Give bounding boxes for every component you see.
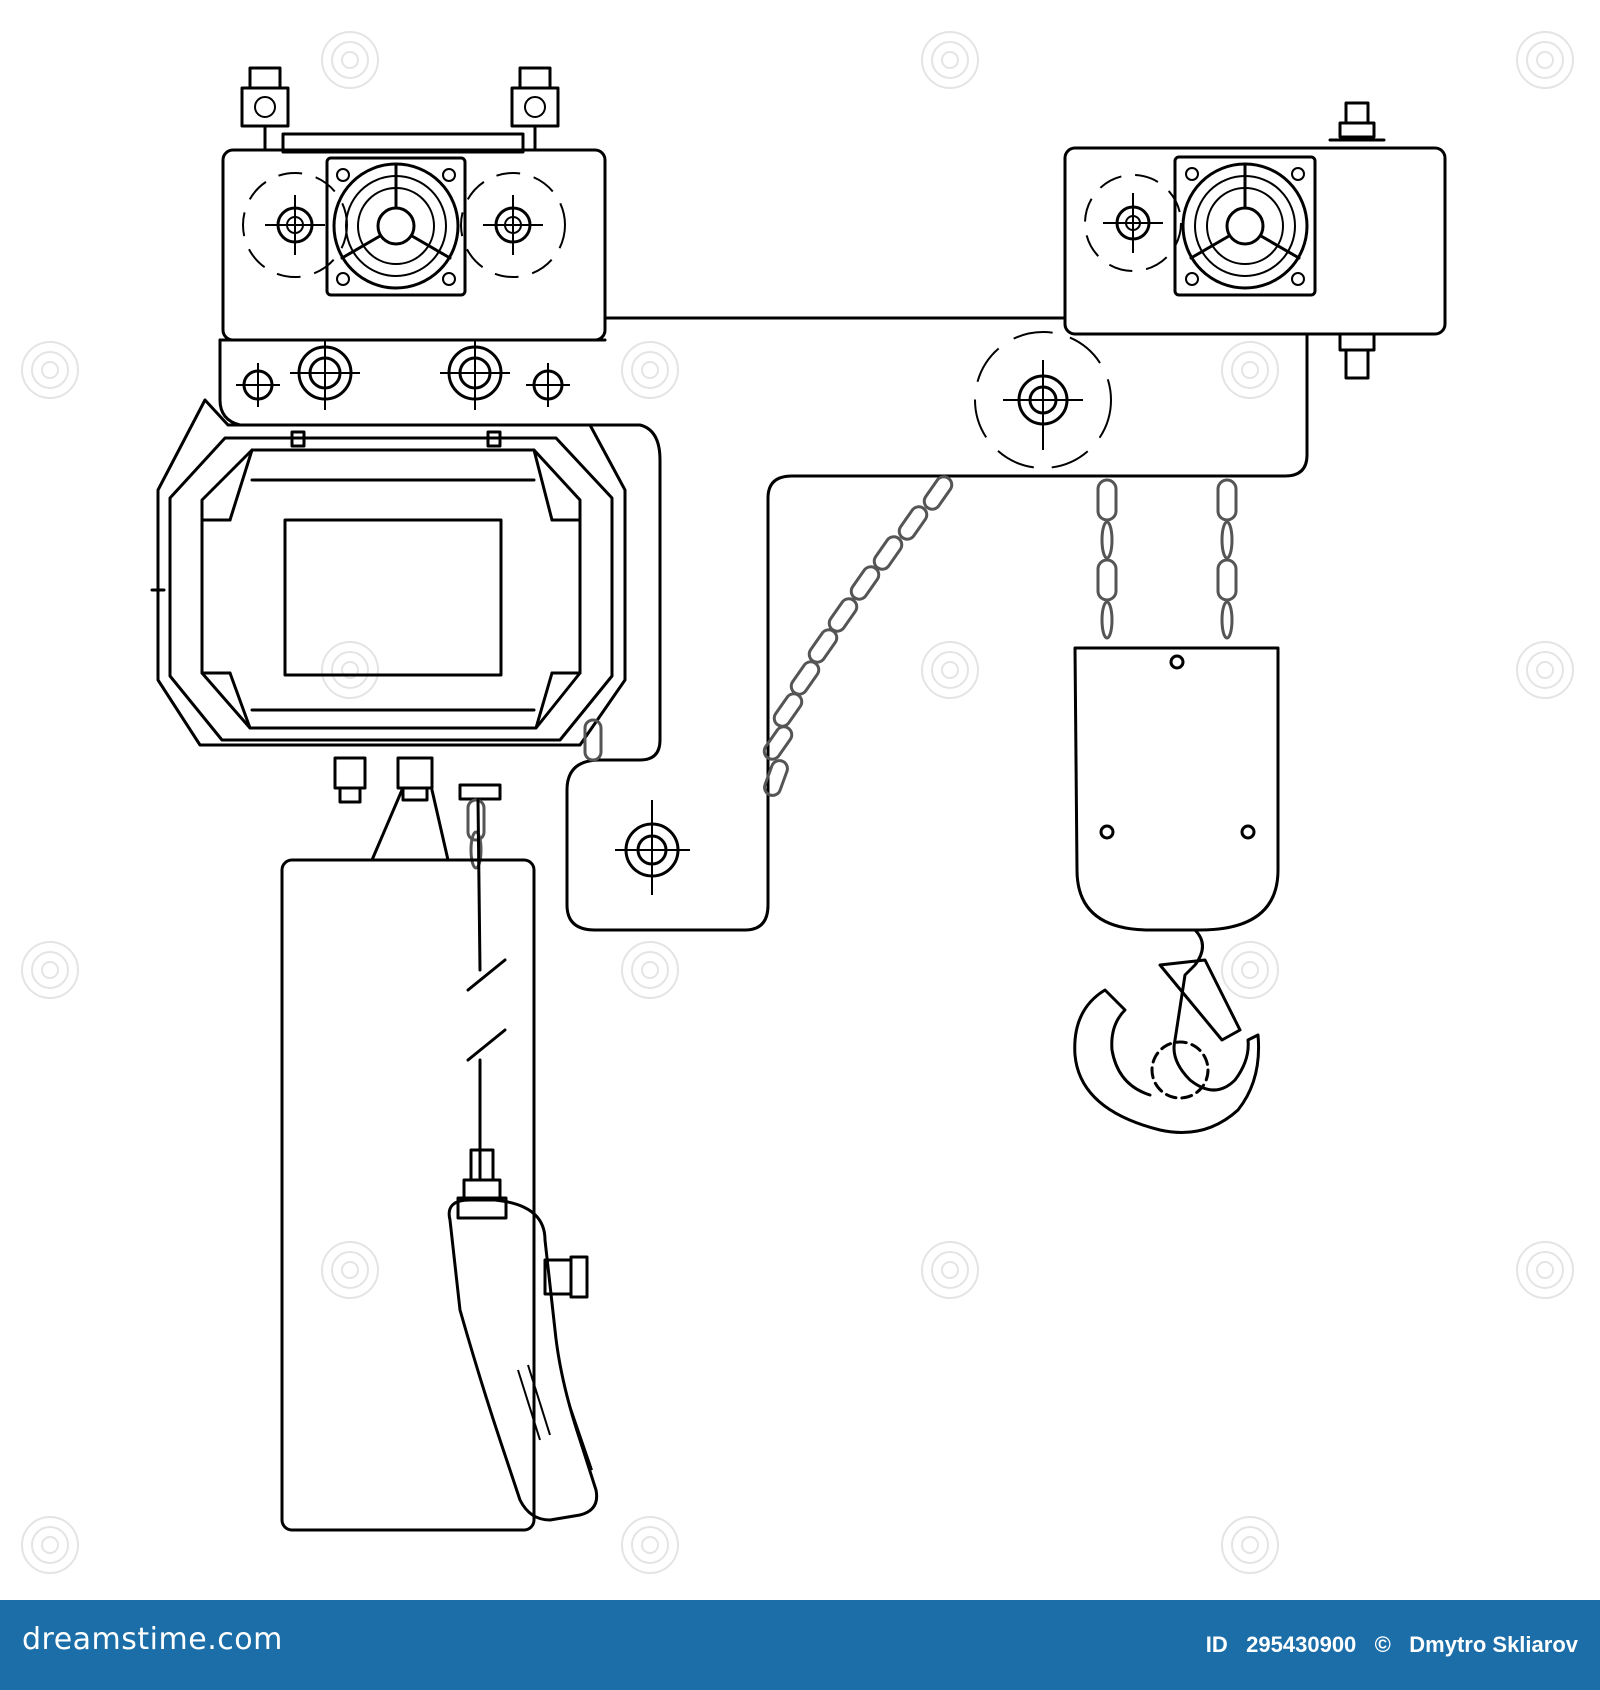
chain-bag bbox=[280, 788, 536, 1532]
author-name[interactable]: Dmytro Skliarov bbox=[1409, 1632, 1578, 1657]
main-frame bbox=[218, 316, 1309, 932]
trolley-bolts bbox=[240, 66, 560, 154]
hoist-diagram bbox=[21, 31, 1574, 1574]
fan-icon bbox=[325, 156, 467, 297]
hook-block bbox=[1073, 646, 1280, 932]
brand-logo[interactable]: dreamstime.com bbox=[22, 1622, 283, 1657]
trolley-left bbox=[221, 148, 607, 342]
image-credit: ID 295430900 © Dmytro Skliarov bbox=[1206, 1632, 1578, 1658]
trolley-right bbox=[1063, 101, 1447, 380]
chain bbox=[466, 718, 603, 870]
copyright-icon: © bbox=[1374, 1632, 1391, 1657]
motor-housing bbox=[150, 398, 627, 804]
id-label: ID bbox=[1205, 1632, 1228, 1657]
fan-icon bbox=[1173, 155, 1317, 297]
watermark-pattern bbox=[21, 31, 1574, 1574]
pendant-controller bbox=[447, 1148, 599, 1522]
chain-hook-right bbox=[1216, 478, 1238, 640]
chain-diagonal bbox=[762, 475, 954, 797]
id-number: 295430900 bbox=[1246, 1632, 1357, 1657]
chain-hook-left bbox=[1096, 478, 1118, 640]
load-hook bbox=[1073, 928, 1261, 1134]
footer-bar: dreamstime.com ID 295430900 © Dmytro Skl… bbox=[0, 1600, 1600, 1690]
